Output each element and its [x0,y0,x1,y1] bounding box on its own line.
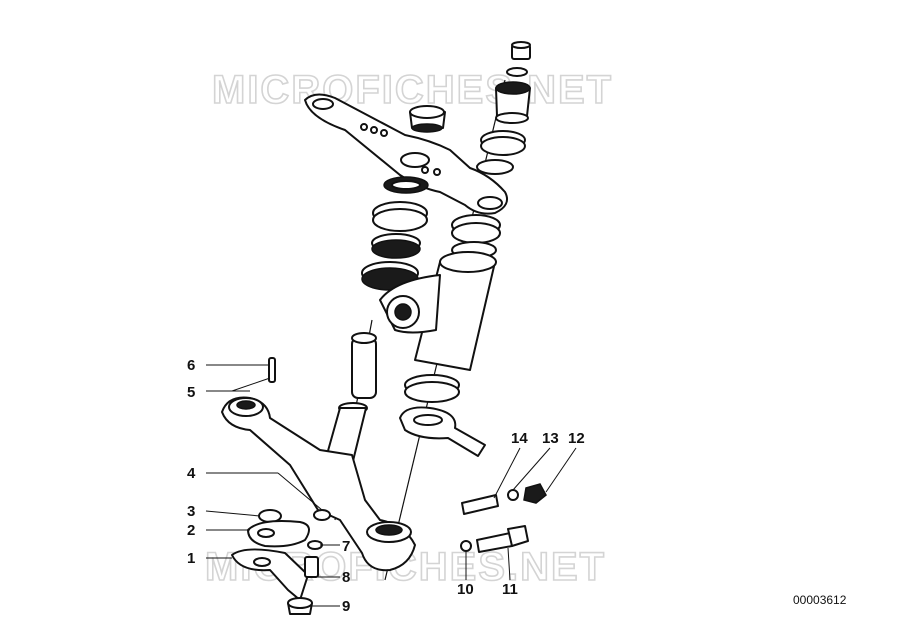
callout-10: 10 [457,581,474,598]
callout-3: 3 [187,503,195,520]
clamp-bolt-set [460,483,547,553]
left-bearing-stack [361,176,429,291]
callout-4: 4 [187,465,196,482]
lower-fork-bridge [221,396,416,572]
callout-7: 7 [342,538,350,555]
pin [268,357,276,383]
stop-bolts [287,509,331,615]
callout-11: 11 [502,581,518,598]
steering-stem [325,332,377,466]
leader-lines [205,364,577,607]
top-bolt [506,41,531,77]
callout-6: 6 [187,357,195,374]
cap-nut [409,105,446,133]
callout-12: 12 [568,430,585,447]
callout-5: 5 [187,384,195,401]
document-number: 00003612 [793,593,847,607]
adjusting-nut [495,81,531,124]
upper-fork-bridge [304,93,508,215]
callout-14: 14 [511,430,528,447]
stop-plates [231,509,310,601]
callout-9: 9 [342,598,350,615]
callout-8: 8 [342,569,350,586]
watermark-top: MICROFICHES.NET [212,68,613,112]
steering-head-housing [379,251,497,371]
callout-1: 1 [187,550,195,567]
callout-13: 13 [542,430,559,447]
lower-bearing [399,374,486,457]
callout-2: 2 [187,522,195,539]
callouts: 6 5 4 3 2 1 7 8 9 10 11 14 13 12 [187,357,585,615]
